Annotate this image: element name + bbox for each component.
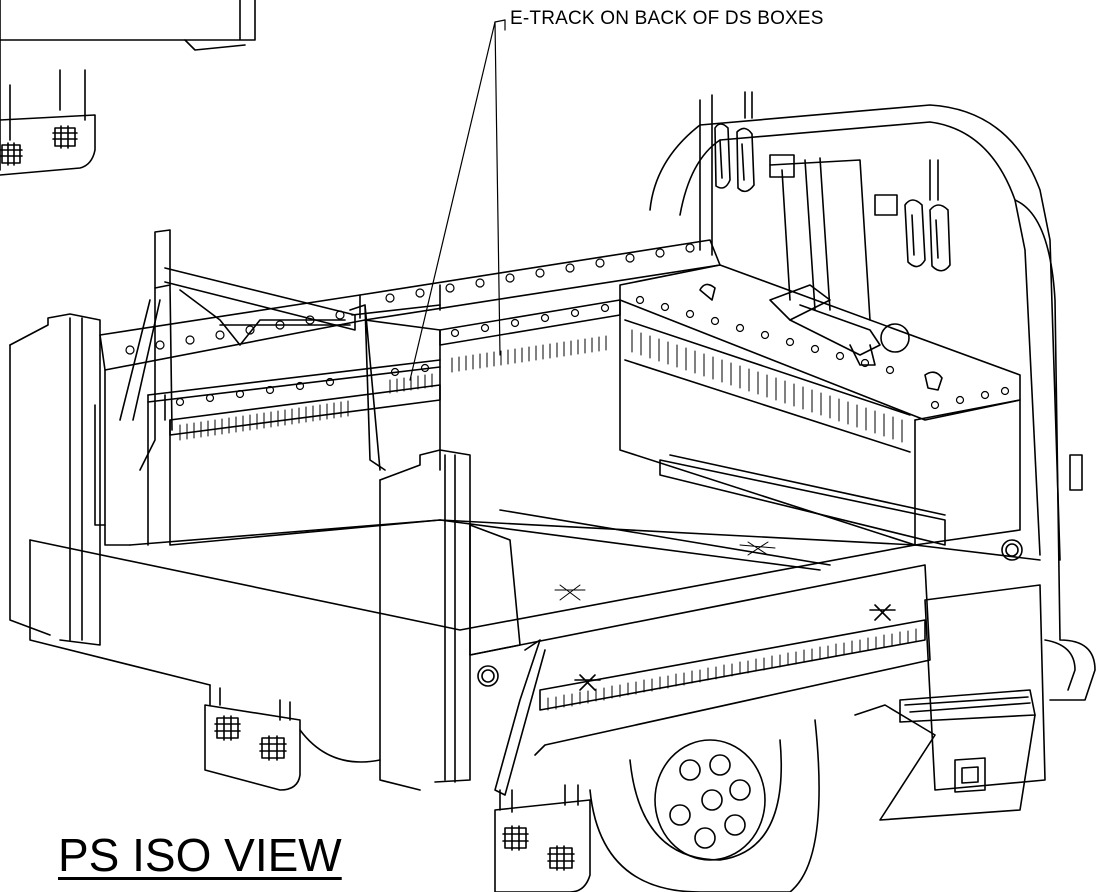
ps-toolbox [620, 265, 1020, 545]
cab-window-frame [770, 158, 870, 320]
partial-detail-view [0, 0, 255, 175]
step-door [855, 585, 1045, 820]
mud-flap-left [205, 685, 380, 790]
light-mount-right [905, 200, 950, 271]
mud-flap-right [495, 785, 590, 892]
rear-wheel [590, 720, 819, 892]
left-side-rail [10, 314, 105, 645]
mud-flap-partial [0, 115, 95, 175]
bracket-box-1 [770, 155, 794, 177]
bracket-box-2 [875, 195, 897, 215]
ladder-rack [120, 230, 440, 470]
deck-grip-1 [555, 542, 775, 600]
tailgate [470, 540, 1022, 795]
headache-rack [650, 92, 1060, 560]
fuel-nozzle [700, 284, 942, 390]
e-track-left [148, 300, 620, 545]
center-stake-post [380, 450, 470, 790]
e-track-slots-ps [632, 330, 902, 442]
toolbox-hole-row-front [177, 305, 609, 406]
flatbed-deck [30, 455, 1040, 685]
truck-cab-side [1015, 200, 1095, 700]
light-mount-left [715, 124, 754, 191]
e-track-slots-left [180, 336, 606, 440]
toolbox-hole-row-ps [637, 297, 1009, 409]
toolbox-hole-row-back [126, 244, 694, 354]
e-track-slots-tailgate [548, 629, 916, 710]
view-title: PS ISO VIEW [58, 829, 342, 881]
callout-label: E-TRACK ON BACK OF DS BOXES [510, 8, 824, 29]
callout-leader-lines [410, 20, 505, 380]
ds-toolbox-back [100, 240, 720, 545]
